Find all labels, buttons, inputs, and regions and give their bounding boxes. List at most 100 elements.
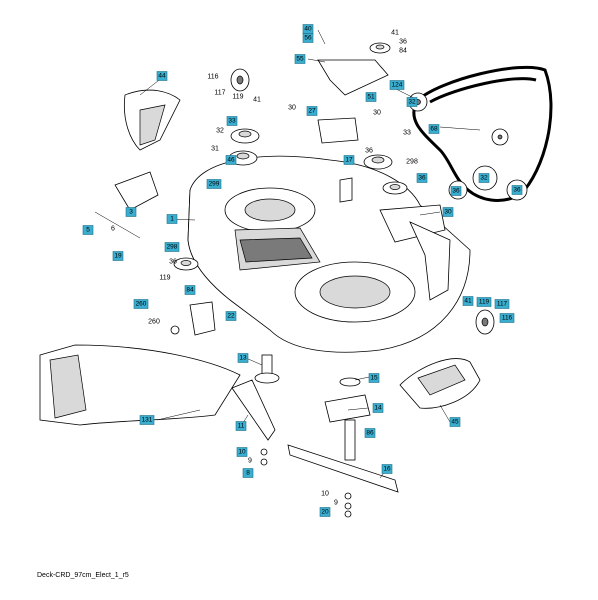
callout-5: 5 <box>82 225 94 235</box>
callout-box-bg <box>364 428 376 438</box>
callout-box-bg <box>235 421 247 431</box>
spindle-assembly <box>254 354 371 461</box>
callout-number: 6 <box>111 226 115 233</box>
callout-number: 22 <box>227 313 235 320</box>
callout-10: 10 <box>236 447 248 457</box>
callout-number: 13 <box>239 355 247 362</box>
mower-blades <box>231 379 399 493</box>
callout-31: 31 <box>211 146 219 153</box>
callout-box-bg <box>499 313 515 323</box>
callout-box-bg <box>476 297 492 307</box>
callout-box-bg <box>226 116 238 126</box>
callout-box-bg <box>133 299 149 309</box>
callout-number: 30 <box>373 110 381 117</box>
callout-box-bg <box>125 207 137 217</box>
callout-number: 46 <box>227 157 235 164</box>
callout-number: 9 <box>334 500 338 507</box>
callout-36: 36 <box>365 148 373 155</box>
callout-32: 32 <box>478 173 490 183</box>
callout-box-bg <box>368 373 380 383</box>
callout-box-bg <box>166 214 178 224</box>
callout-number: 119 <box>159 275 170 282</box>
callout-number: 116 <box>502 315 513 322</box>
callout-number: 36 <box>169 259 177 266</box>
bracket-3 <box>94 171 159 239</box>
callout-number: 260 <box>136 301 147 308</box>
callout-number: 19 <box>114 253 122 260</box>
callout-36: 36 <box>416 173 428 183</box>
right-pulley-assembly <box>475 309 495 335</box>
callout-number: 40 <box>304 26 312 33</box>
callout-box-bg <box>389 80 405 90</box>
callout-1: 1 <box>166 214 178 224</box>
callout-15: 15 <box>368 373 380 383</box>
callout-number: 41 <box>391 30 399 37</box>
callout-number: 31 <box>211 146 219 153</box>
callout-number: 260 <box>148 319 160 326</box>
callout-14: 14 <box>372 403 384 413</box>
callout-number: 16 <box>383 466 391 473</box>
callout-number: 10 <box>238 449 246 456</box>
callout-number: 30 <box>444 209 452 216</box>
belt-pulleys <box>408 92 528 201</box>
callout-119: 119 <box>232 94 243 101</box>
callout-number: 32 <box>408 99 416 106</box>
callout-number: 11 <box>238 423 245 430</box>
small-hardware <box>170 301 352 518</box>
callout-298: 298 <box>164 242 180 252</box>
callout-box-bg <box>112 251 124 261</box>
callout-number: 116 <box>207 74 218 81</box>
callout-number: 117 <box>214 90 225 97</box>
callout-box-bg <box>319 507 331 517</box>
callout-number: 84 <box>186 287 194 294</box>
callout-260: 260 <box>133 299 149 309</box>
callout-box-bg <box>381 464 393 474</box>
callout-number: 51 <box>367 94 375 101</box>
callout-box-bg <box>225 311 237 321</box>
callout-number: 298 <box>167 244 178 251</box>
callout-box-bg <box>416 173 428 183</box>
callout-number: 36 <box>513 187 521 194</box>
callout-number: 117 <box>497 301 508 308</box>
callout-84: 84 <box>184 285 196 295</box>
callout-55: 55 <box>294 54 306 64</box>
callout-number: 20 <box>321 509 329 516</box>
idler-pulley-assemblies <box>173 42 408 271</box>
callout-56: 56 <box>302 33 314 43</box>
callout-number: 14 <box>374 405 382 412</box>
callout-number: 9 <box>248 458 252 465</box>
callout-number: 1 <box>170 216 174 223</box>
callout-number: 3 <box>129 209 133 216</box>
belt-guard-44 <box>123 89 181 151</box>
callout-11: 11 <box>235 421 247 431</box>
callout-number: 86 <box>366 430 374 437</box>
callout-119: 119 <box>476 297 492 307</box>
callout-124: 124 <box>389 80 405 90</box>
callout-36: 36 <box>450 186 462 196</box>
callout-number: 298 <box>406 159 418 166</box>
callout-41: 41 <box>391 30 399 37</box>
callout-box-bg <box>450 186 462 196</box>
diagram-caption: Deck-CRD_97cm_Elect_1_r5 <box>37 572 129 579</box>
callout-number: 8 <box>246 470 250 477</box>
callout-46: 46 <box>225 155 237 165</box>
callout-number: 131 <box>142 417 153 424</box>
callout-number: 10 <box>321 491 329 498</box>
callout-number: 17 <box>345 157 353 164</box>
callout-number: 32 <box>480 175 488 182</box>
callout-number: 56 <box>304 35 312 42</box>
callout-41: 41 <box>462 296 474 306</box>
callout-box-bg <box>156 71 168 81</box>
callout-box-bg <box>365 92 377 102</box>
callout-box-bg <box>306 106 318 116</box>
callout-33: 33 <box>226 116 238 126</box>
callout-box-bg <box>236 447 248 457</box>
callout-260: 260 <box>148 319 160 326</box>
callout-box-bg <box>237 353 249 363</box>
callout-30: 30 <box>288 105 296 112</box>
callout-32: 32 <box>216 128 224 135</box>
callout-119: 119 <box>159 275 170 282</box>
belt-cover-45 <box>399 358 481 409</box>
callout-box-bg <box>478 173 490 183</box>
